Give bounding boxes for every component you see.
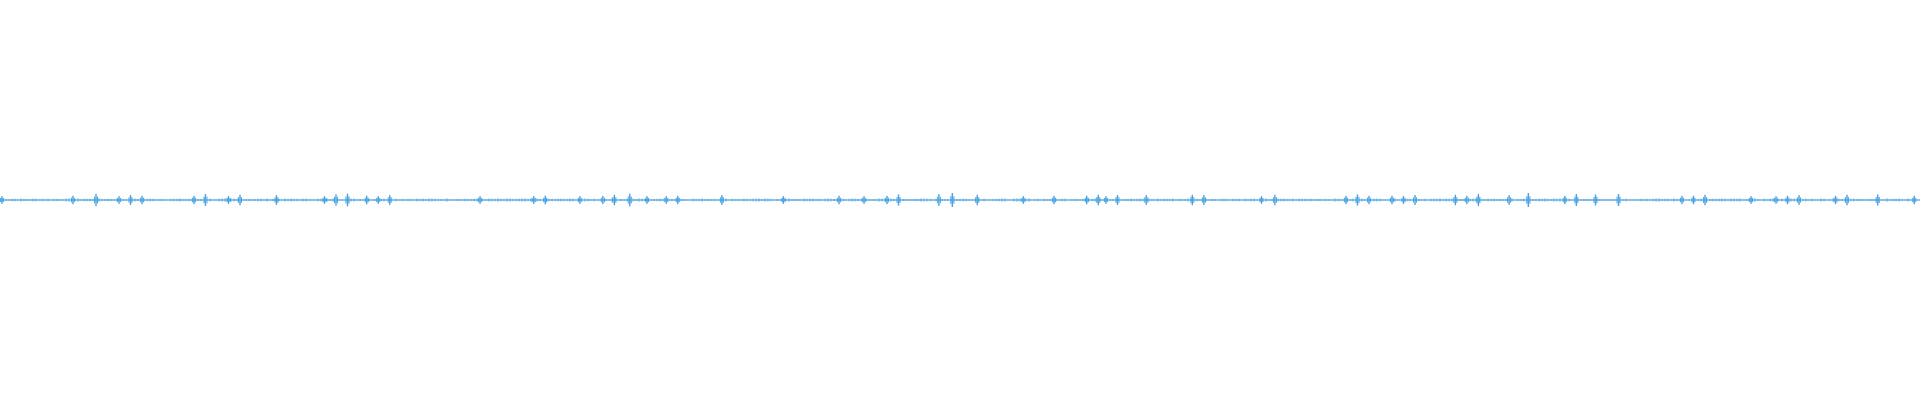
waveform-peaks: [0, 193, 1918, 207]
